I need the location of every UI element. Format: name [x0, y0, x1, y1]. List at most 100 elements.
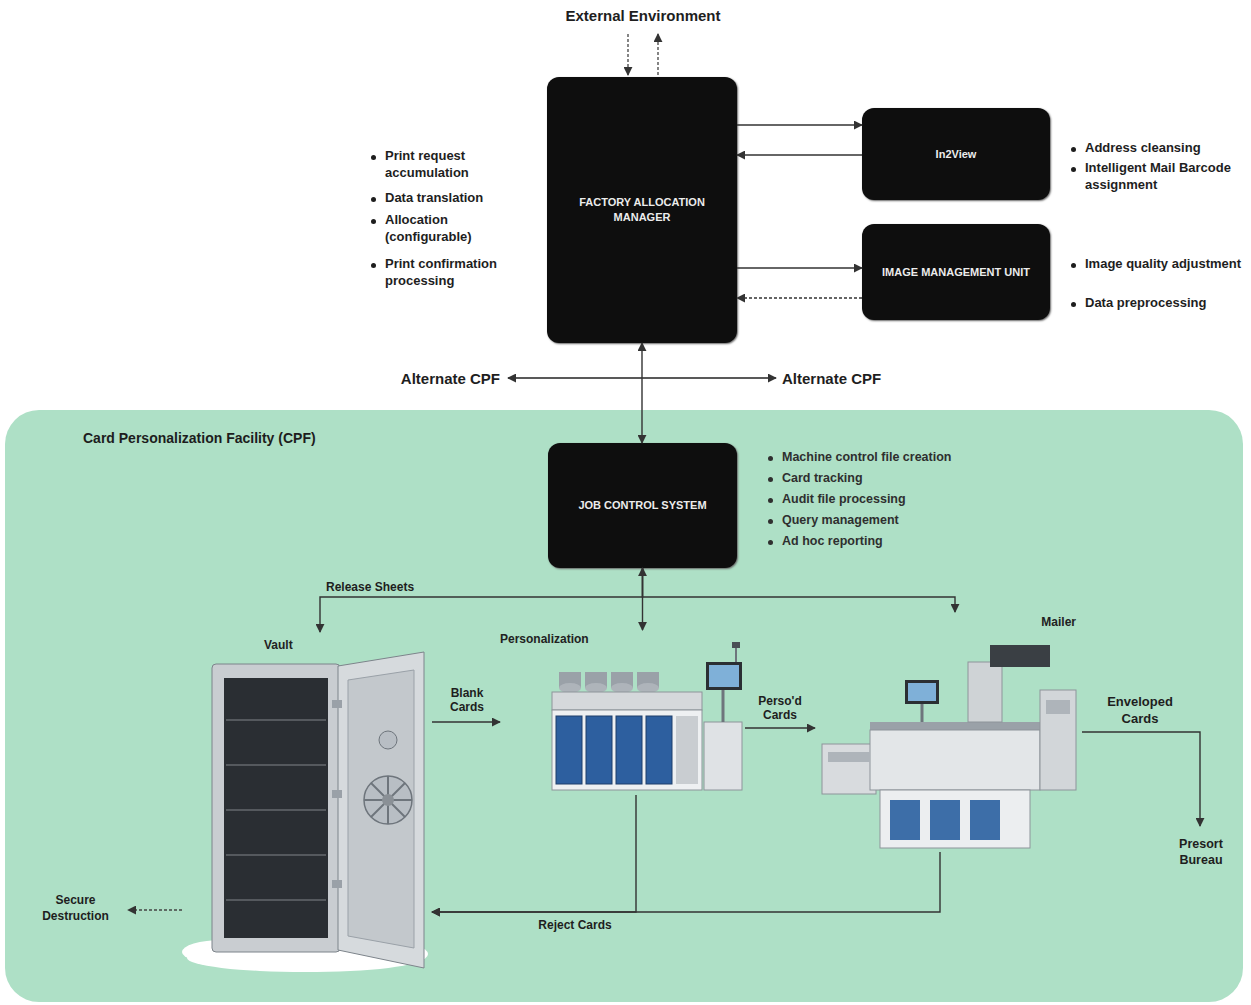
alternate-cpf-arrow [508, 377, 776, 379]
label-text: Secure Destruction [28, 893, 123, 924]
environment-arrows [657, 34, 658, 75]
flow-arrow [432, 721, 500, 722]
label-text: Alternate CPF [782, 369, 922, 389]
flow-arrow [641, 343, 642, 443]
vault-illustration [371, 783, 405, 817]
bullet-item: Print confirmation processing [368, 256, 533, 290]
personalization-machine [552, 692, 702, 710]
system-box: In2View [862, 108, 1050, 200]
flow-arrow [432, 795, 636, 912]
vault-illustration [226, 719, 326, 721]
vault-illustration [226, 899, 326, 901]
mailer-machine [905, 680, 939, 704]
bullet-item: Address cleansing [1068, 140, 1244, 157]
personalization-machine [611, 672, 633, 688]
equipment-node: Vault [182, 632, 432, 975]
vault-illustration [226, 809, 326, 811]
vault-illustration [364, 799, 412, 801]
vault-illustration [224, 678, 328, 938]
note-label: Enveloped Cards [1098, 694, 1182, 728]
personalization-machine [706, 662, 742, 690]
mailer-machine [890, 800, 920, 840]
label-text: External Environment [543, 6, 743, 26]
bullet-item: Machine control file creation [765, 449, 1005, 465]
system-box: FACTORY ALLOCATION MANAGER [547, 77, 737, 343]
vault-illustration [182, 940, 262, 964]
personalization-machine [556, 716, 582, 784]
vault-illustration [226, 764, 326, 766]
system-name: FACTORY ALLOCATION MANAGER [555, 195, 729, 225]
mailer-machine [870, 722, 1040, 730]
environment-arrows [628, 34, 658, 75]
bullet-item: Intelligent Mail Barcode assignment [1068, 160, 1244, 194]
bullet-item: Query management [765, 512, 1005, 528]
vault-illustration [387, 776, 389, 824]
label-text: Card tracking [765, 470, 1005, 486]
bullet-dot [768, 477, 773, 482]
mailer-machine [1040, 690, 1076, 790]
system-name: JOB CONTROL SYSTEM [578, 498, 706, 513]
label-text: Print confirmation processing [368, 256, 533, 290]
bullet-item: Data translation [368, 190, 533, 207]
bullet-item: Card tracking [765, 470, 1005, 486]
bullet-dot [371, 197, 376, 202]
vault-illustration [226, 854, 326, 856]
mailer-machine [822, 645, 1076, 848]
label-text: Print request accumulation [368, 148, 533, 182]
label-text: Enveloped Cards [1098, 694, 1182, 728]
label-text: Allocation (configurable) [368, 212, 533, 246]
personalization-machine [732, 642, 740, 648]
enveloped-cards-arrow [1082, 732, 1200, 826]
note-label: Presort Bureau [1160, 836, 1242, 869]
bullet-item: Allocation (configurable) [368, 212, 533, 246]
system-name: In2View [936, 147, 977, 162]
flow-arrow [432, 852, 940, 912]
label-text: Query management [765, 512, 1005, 528]
note-label: Secure Destruction [28, 893, 123, 924]
edge-label-box: Release Sheets [326, 580, 436, 594]
personalization-machine [552, 642, 742, 790]
edge-label: Perso'd Cards [748, 694, 812, 723]
personalization-machine [646, 716, 672, 784]
mailer-machine [908, 683, 936, 701]
personalization-machine [616, 716, 642, 784]
flow-arrow [642, 568, 643, 630]
personalization-machine [586, 716, 612, 784]
flow-arrow [737, 297, 862, 298]
vault-illustration [332, 880, 342, 888]
bullet-item: Image quality adjustment [1068, 256, 1244, 273]
mailer-machine [990, 645, 1050, 667]
personalization-machine [722, 690, 725, 722]
label-text: Image quality adjustment [1068, 256, 1244, 273]
vault-illustration [182, 652, 428, 972]
mailer-machine [828, 752, 870, 762]
edge-label-box: Reject Cards [520, 918, 630, 932]
equipment-name: Vault [264, 638, 432, 652]
flow-arrow [737, 124, 862, 125]
personalization-machine [704, 722, 742, 790]
system-name: IMAGE MANAGEMENT UNIT [882, 265, 1030, 280]
label-text: Intelligent Mail Barcode assignment [1068, 160, 1244, 194]
label-text: Audit file processing [765, 491, 1005, 507]
personalization-machine [585, 672, 607, 688]
personalization-machine [709, 665, 739, 687]
bullet-dot [1071, 302, 1076, 307]
personalization-machine [585, 683, 607, 693]
equipment-node: Mailer [815, 612, 1080, 852]
vault-illustration [332, 790, 342, 798]
label-text: Machine control file creation [765, 449, 1005, 465]
personalization-machine [676, 716, 698, 784]
edge-label-box: Perso'd Cards [748, 694, 812, 723]
bullet-dot [371, 155, 376, 160]
bullet-dot [768, 456, 773, 461]
flow-arrow [643, 568, 956, 612]
note-label: External Environment [543, 6, 743, 26]
edge-label: Blank Cards [437, 686, 497, 715]
edge-label: Release Sheets [326, 580, 436, 594]
flow-arrow [737, 154, 862, 155]
bullet-item: Print request accumulation [368, 148, 533, 182]
vault-illustration [348, 670, 414, 948]
bullet-dot [1071, 167, 1076, 172]
bullet-dot [1071, 263, 1076, 268]
